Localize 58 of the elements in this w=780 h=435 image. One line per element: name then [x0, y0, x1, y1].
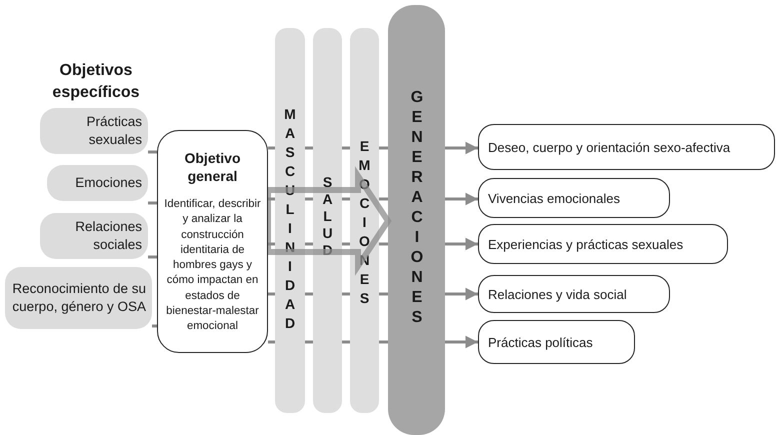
connector-line [305, 292, 313, 296]
vertical-band-label: GENERACIONES [408, 89, 426, 329]
connector-line [152, 324, 157, 328]
arrow [445, 192, 478, 206]
box-text: Prácticas políticas [488, 334, 593, 350]
axis-band [350, 28, 379, 413]
vertical-band-label: MASCULINIDAD [282, 106, 298, 334]
vertical-band-label: SALUD [320, 174, 336, 259]
box-text: Relaciones sociales [74, 218, 142, 254]
connector-line [379, 198, 388, 200]
connector-line [305, 198, 313, 200]
connector-line [379, 340, 388, 344]
outcome-box [478, 178, 670, 218]
vertical-band-label: EMOCIONES [356, 138, 372, 309]
box-heading: Objetivo general [183, 148, 242, 186]
box-text: Reconocimiento de su cuerpo, género y OSA [11, 280, 146, 316]
connector-line [342, 292, 350, 296]
connector-line [342, 242, 350, 246]
connector-line [379, 292, 388, 296]
axis-band [388, 5, 445, 435]
objective-box [47, 165, 148, 201]
box-text: Prácticas sexuales [85, 112, 142, 149]
objective-box [5, 267, 152, 329]
connector-line [268, 340, 275, 344]
arrow [445, 142, 478, 154]
outcome-box [478, 224, 728, 264]
objective-box [40, 108, 148, 154]
outcome-box [478, 275, 670, 313]
connector-line [342, 146, 350, 150]
axis-band [313, 28, 342, 413]
connector-line [379, 242, 388, 246]
box-text: Deseo, cuerpo y orientación sexo-afectiva [488, 140, 730, 154]
box-description: Identificar, describir y analizar la construcción identitaria de hombres gays y cómo impactan en estados de bienestar-malestar emocional [163, 197, 262, 334]
general-objective-box [157, 130, 268, 353]
connector-line [305, 340, 313, 344]
connector-line [148, 150, 157, 154]
connector-line [305, 146, 313, 150]
axis-band [275, 28, 305, 413]
connector-line [342, 340, 350, 344]
box-text: Relaciones y vida social [488, 286, 627, 302]
box-text: Vivencias emocionales [488, 190, 620, 206]
outcome-box [478, 320, 635, 364]
box-text: Emociones [75, 174, 142, 192]
outcome-box [478, 124, 775, 170]
box-text: Experiencias y prácticas sexuales [488, 236, 684, 252]
arrow [445, 238, 478, 250]
connector-line [342, 198, 350, 200]
connector-line [148, 256, 157, 258]
connector-line [148, 202, 157, 204]
objective-box [40, 213, 148, 259]
arrow [445, 336, 478, 348]
connector-line [268, 292, 275, 296]
connector-line [268, 146, 275, 150]
column-heading: Objetivos específicos [51, 61, 141, 103]
connector-line [379, 146, 388, 150]
arrow [445, 288, 478, 300]
connector-line [305, 242, 313, 246]
block-arrow [265, 166, 392, 276]
